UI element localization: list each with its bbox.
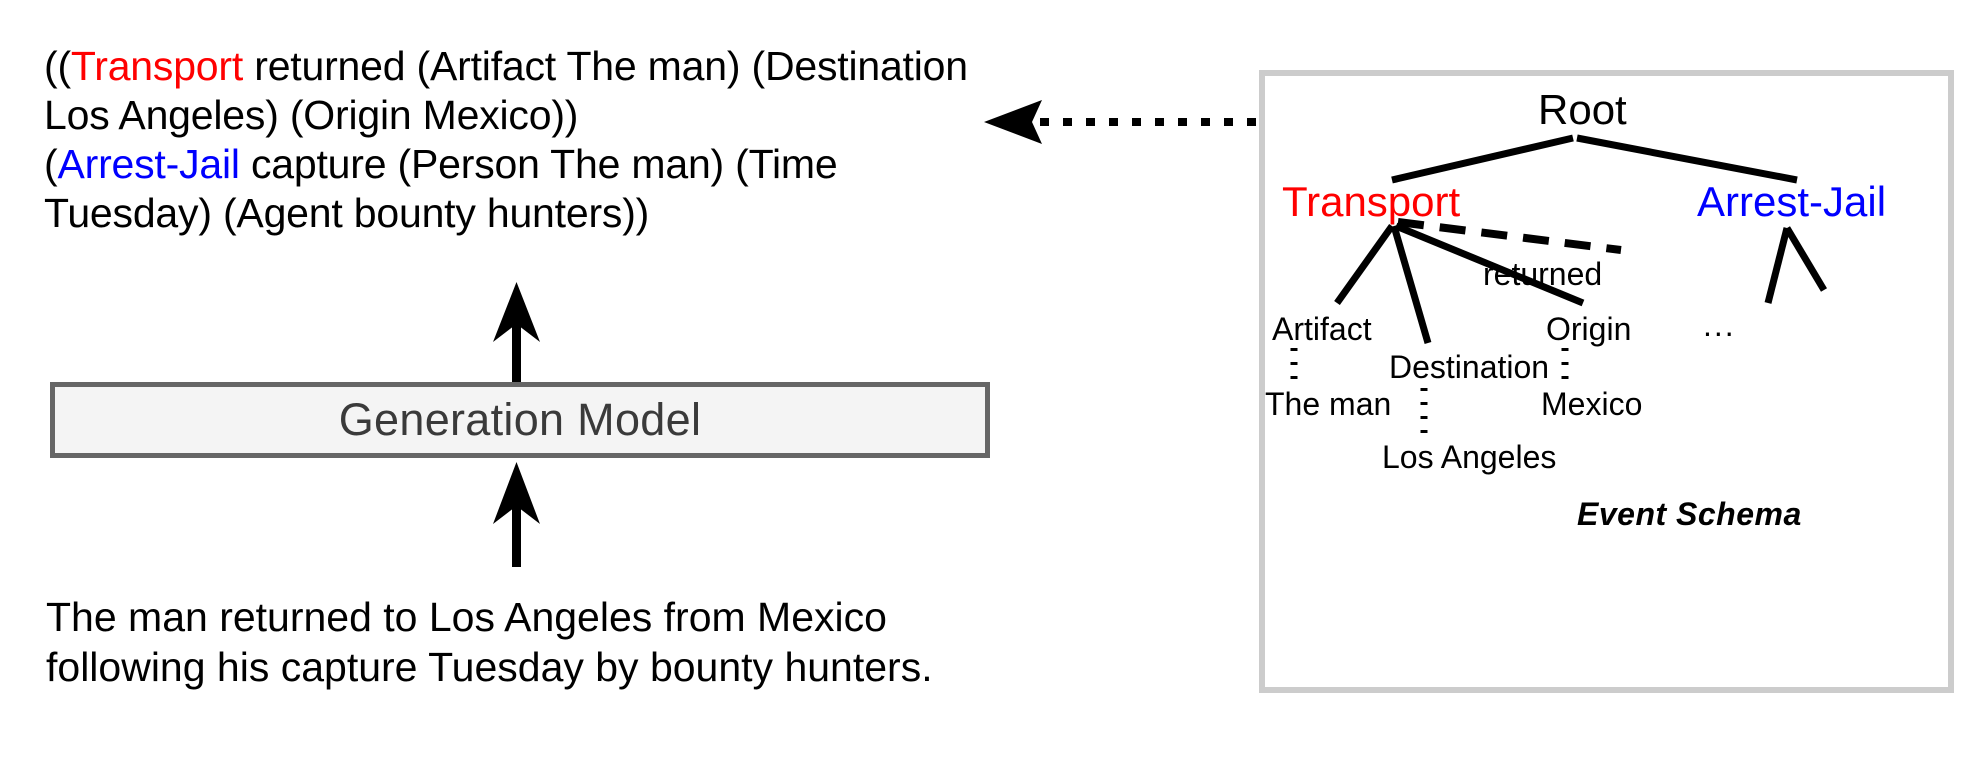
output-event2-arguments: capture (Person The man) (Time Tuesday) …	[44, 141, 838, 236]
schema-node-root: Root	[1538, 86, 1627, 133]
output-event1-arguments: returned (Artifact The man) (Destination…	[44, 43, 968, 138]
output-event-type-transport: Transport	[70, 43, 244, 89]
generation-model-label: Generation Model	[338, 394, 702, 445]
schema-node-arrest-jail: Arrest-Jail	[1697, 178, 1887, 225]
output-open-parens: ((	[44, 43, 71, 89]
schema-node-destination: Destination	[1389, 349, 1550, 385]
schema-node-transport: Transport	[1282, 178, 1461, 225]
schema-node-returned: returned	[1483, 256, 1603, 292]
schema-node-ellipsis: ...	[1703, 307, 1736, 343]
output-event2-open-paren: (	[44, 141, 58, 187]
event-schema-caption: Event Schema	[1577, 496, 1802, 532]
generation-model-box: Generation Model	[50, 382, 990, 458]
schema-node-artifact: Artifact	[1272, 311, 1372, 347]
schema-to-output-arrow-icon	[980, 92, 1280, 157]
arrow-input-to-model-icon	[487, 462, 547, 572]
schema-node-the-man: The man	[1265, 386, 1392, 422]
schema-node-mexico: Mexico	[1541, 386, 1643, 422]
schema-node-los-angeles: Los Angeles	[1382, 439, 1557, 475]
arrow-model-to-output-icon	[487, 282, 547, 389]
linearized-event-output: ((Transport returned (Artifact The man) …	[44, 42, 994, 238]
event-schema-panel	[1259, 70, 1954, 693]
input-sentence-text: The man returned to Los Angeles from Mex…	[46, 594, 933, 690]
schema-node-origin: Origin	[1546, 311, 1632, 347]
output-event-type-arrest-jail: Arrest-Jail	[57, 141, 240, 187]
